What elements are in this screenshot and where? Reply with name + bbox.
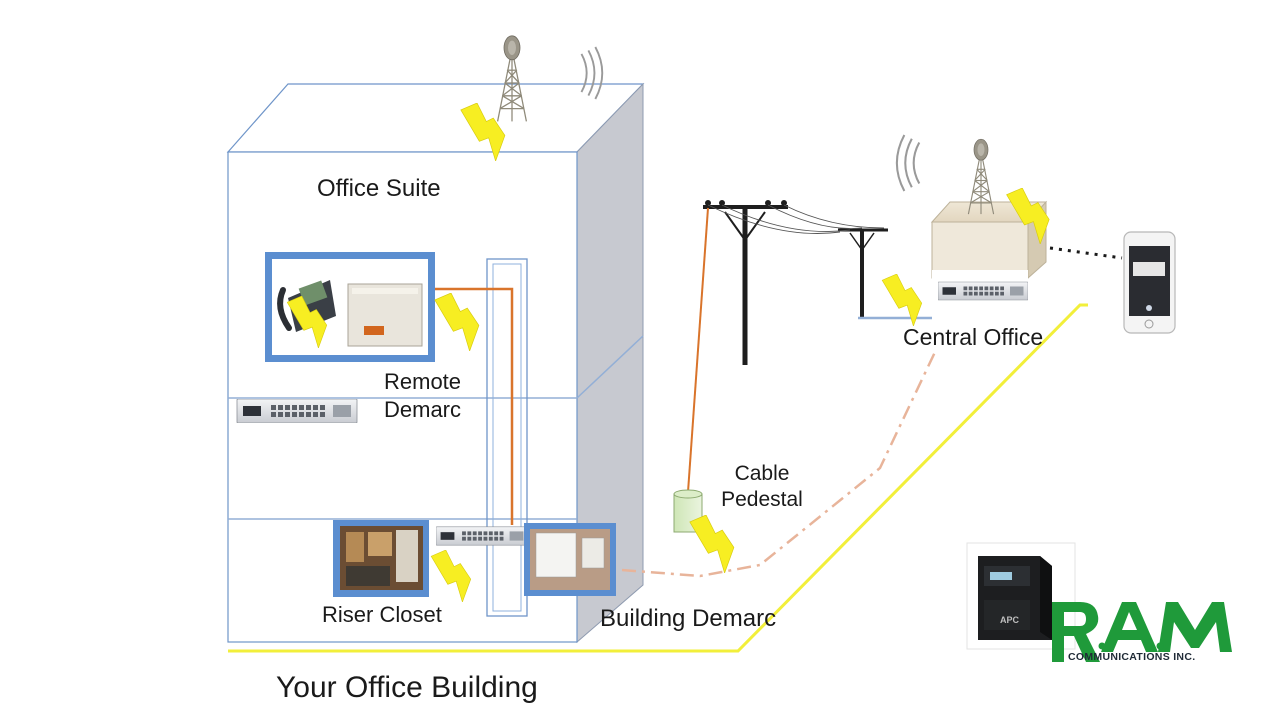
central-office-tower-icon [967, 138, 995, 215]
wireless-signal-icon [895, 133, 921, 193]
cable-pedestal-label-line1: Cable [734, 462, 790, 485]
ram-logo-subtitle: COMMUNICATIONS INC. [1068, 651, 1196, 663]
utility-poles [703, 200, 888, 365]
remote-demarc-label-line1: Remote [384, 369, 462, 394]
power-line [228, 303, 1088, 653]
ups-brand-label: APC [1000, 615, 1020, 625]
central-office-label: Central Office [903, 324, 1044, 350]
central-office-equipment [938, 281, 1028, 301]
fiber-cable-building [430, 287, 514, 525]
riser-closet-label: Riser Closet [322, 602, 442, 627]
building-demarc-photo [524, 523, 616, 596]
drop-cable [687, 207, 709, 493]
remote-demarc-label-line2: Demarc [384, 397, 462, 422]
ups-device-photo [966, 542, 1076, 650]
rooftop-tower-icon [496, 35, 528, 123]
building-caption: Your Office Building [276, 671, 538, 704]
riser-closet-photo [333, 520, 429, 597]
riser-equipment [436, 526, 528, 546]
riser-shaft [486, 258, 528, 617]
ram-logo [1052, 602, 1232, 662]
smartphone-icon [1123, 231, 1176, 334]
cable-pedestal-label-line2: Pedestal [721, 488, 803, 511]
cable-pedestal-icon [673, 489, 703, 533]
office-suite-label: Office Suite [317, 175, 441, 202]
office-building [226, 82, 645, 644]
lightning-icon [689, 515, 735, 573]
office-suite-photo [265, 252, 435, 362]
remote-demarc-equipment [236, 399, 358, 423]
building-demarc-label: Building Demarc [600, 605, 777, 632]
wireless-link [1049, 246, 1123, 260]
